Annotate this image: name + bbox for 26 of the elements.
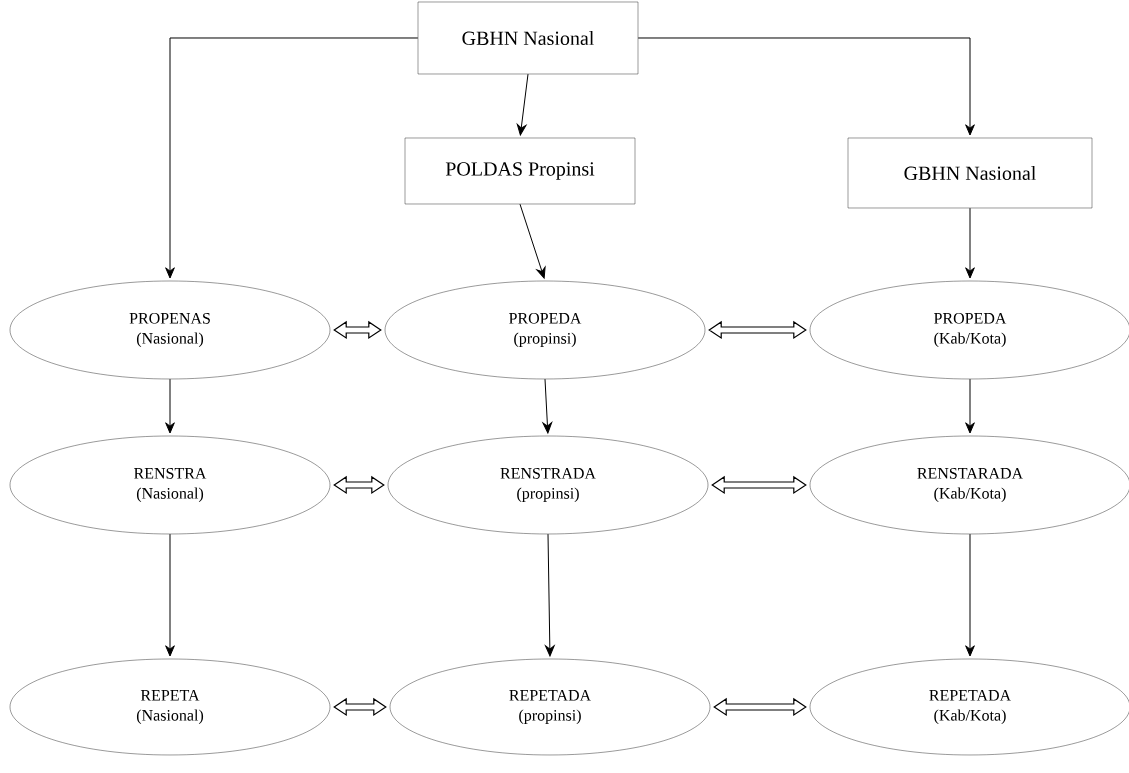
double-arrow <box>708 320 807 340</box>
ellipse-node: PROPEDA (propinsi) <box>384 280 706 380</box>
label-box: GBHN Nasional <box>847 137 1093 209</box>
arrow <box>965 378 975 434</box>
arrow <box>165 533 175 657</box>
arrow <box>519 203 546 279</box>
arrow <box>544 533 555 657</box>
ellipse-node: PROPENAS (Nasional) <box>9 280 331 380</box>
double-arrow <box>333 697 387 717</box>
ellipse-node: REPETADA (propinsi) <box>389 658 711 756</box>
arrow <box>542 378 553 434</box>
arrow <box>165 37 419 279</box>
double-arrow <box>333 320 382 340</box>
double-arrow <box>711 475 807 495</box>
arrow <box>165 378 175 434</box>
double-arrow <box>333 475 385 495</box>
arrow <box>516 73 529 136</box>
arrow <box>965 207 975 279</box>
arrow <box>965 533 975 657</box>
arrow <box>637 37 975 136</box>
ellipse-node: REPETA (Nasional) <box>9 658 331 756</box>
label-box: GBHN Nasional <box>417 1 639 75</box>
double-arrow <box>713 697 807 717</box>
ellipse-node: RENSTRA (Nasional) <box>9 435 331 535</box>
label-box: POLDAS Propinsi <box>404 137 636 205</box>
ellipse-node: RENSTRADA (propinsi) <box>387 435 709 535</box>
